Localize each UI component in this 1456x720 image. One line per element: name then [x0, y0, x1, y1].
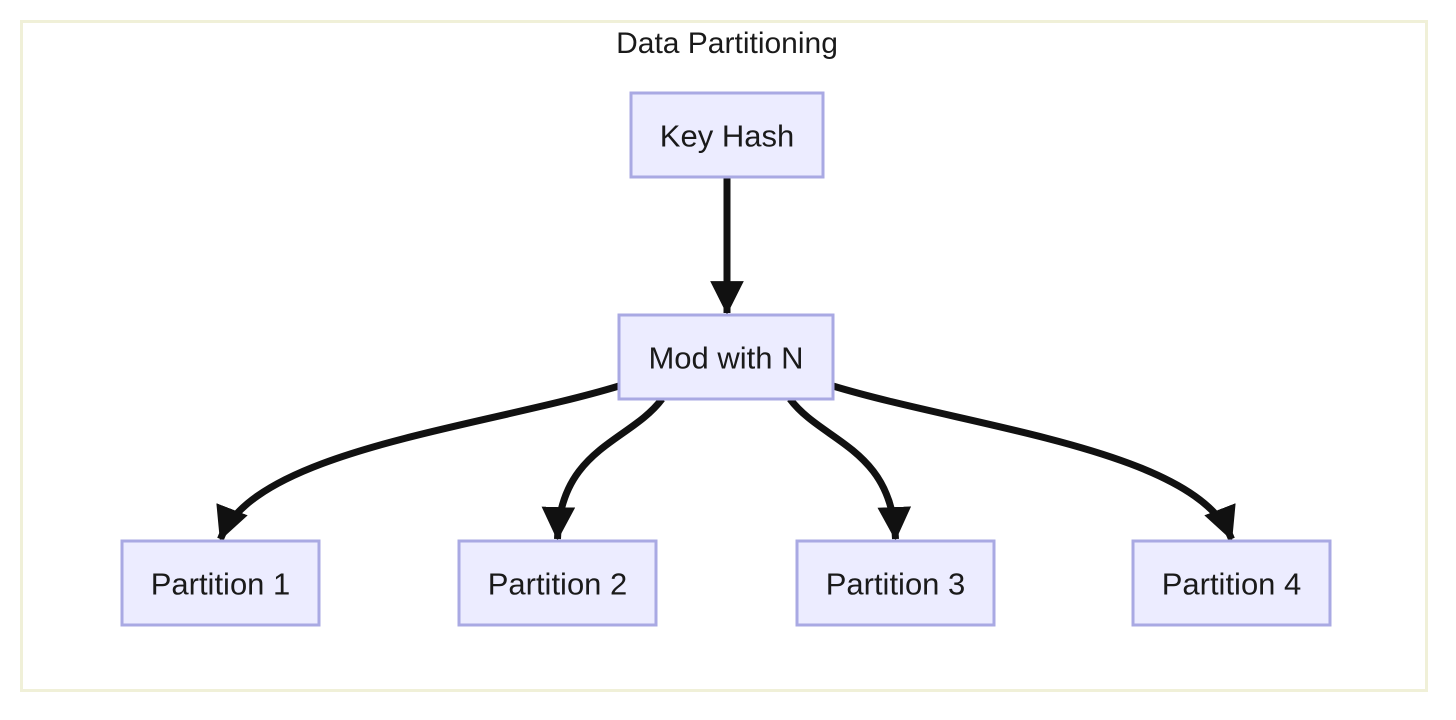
node-partition-1-label: Partition 1 — [151, 567, 291, 602]
node-partition-4-box — [1131, 539, 1332, 627]
page-frame — [20, 20, 1428, 692]
edge-mod-to-partition3 — [787, 396, 912, 541]
node-mod-with-n-label: Mod with N — [648, 341, 803, 376]
node-mod-with-n: Mod with N — [617, 313, 835, 401]
node-partition-3-box — [795, 539, 996, 627]
node-partition-2-label: Partition 2 — [488, 567, 628, 602]
node-partition-3-label: Partition 3 — [826, 567, 966, 602]
node-key-hash-label: Key Hash — [660, 119, 794, 154]
node-mod-with-n-box — [617, 313, 835, 401]
node-partition-4: Partition 4 — [1131, 539, 1332, 627]
node-key-hash: Key Hash — [629, 91, 825, 179]
node-key-hash-box — [629, 91, 825, 179]
node-partition-4-label: Partition 4 — [1162, 567, 1302, 602]
edge-mod-to-partition1 — [216, 382, 621, 541]
node-partition-1-box — [120, 539, 321, 627]
edge-mod-to-partition2 — [541, 396, 665, 541]
diagram-title: Data Partitioning — [616, 27, 838, 60]
node-partition-1: Partition 1 — [120, 539, 321, 627]
edge-mod-to-partition4 — [831, 382, 1236, 541]
node-partition-2-box — [457, 539, 658, 627]
node-partition-2: Partition 2 — [457, 539, 658, 627]
node-partition-3: Partition 3 — [795, 539, 996, 627]
